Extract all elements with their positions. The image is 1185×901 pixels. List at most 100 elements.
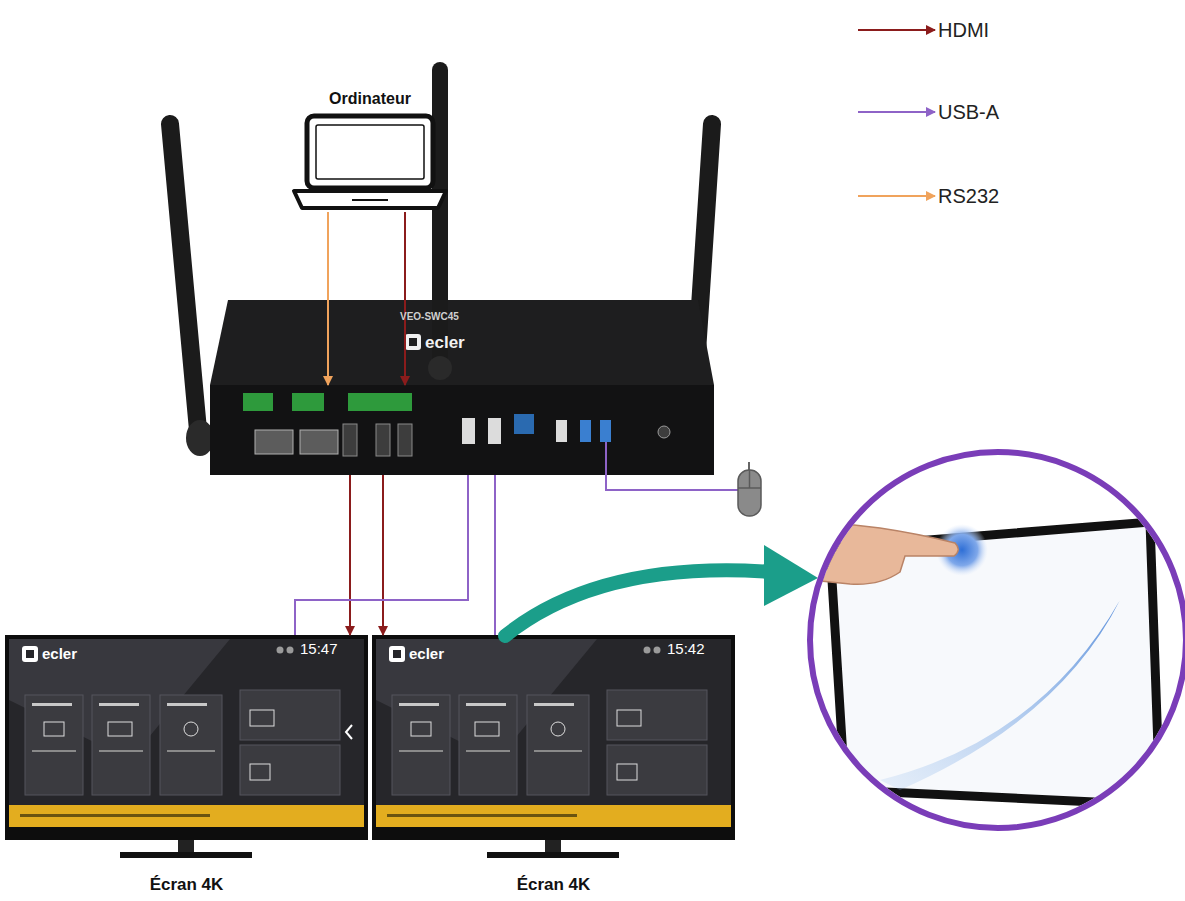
legend-line [858,195,935,197]
usb-port [462,418,475,444]
callout-arrow [505,545,818,636]
ui-chevron [346,725,352,739]
power-jack [658,426,670,438]
ui-line [99,750,143,752]
ui-line [32,750,76,752]
terminal-block [292,393,324,411]
legend [858,30,935,196]
terminal-block [243,393,273,411]
ui-card [392,695,450,795]
ui-icon [44,722,64,736]
hdmi-cable [404,212,406,385]
antenna-base [186,420,214,456]
brand-name: ecler [42,645,132,662]
callout-arrow-head [764,545,818,606]
logo-mark [389,646,405,662]
ui-icon [250,764,270,780]
monitor-bezel [372,635,735,840]
brand-name: ecler [425,333,515,353]
device-front-face [210,385,714,475]
monitor [5,635,368,858]
monitor-panel [9,639,364,805]
logo-mark [22,646,38,662]
screen-label: Écran 4K [372,875,735,895]
logo-mark [405,334,421,350]
monitor-base [120,852,252,858]
ui-line [387,814,577,817]
ui-card [527,695,589,795]
laptop-trackpad [352,199,388,201]
usb-port [556,420,567,442]
ethernet-port [255,430,293,454]
usb-cable [494,475,496,635]
switcher-device: eclerVEO-SWC45 [210,385,714,475]
ui-line [534,703,574,706]
antenna-rod [170,124,198,430]
rs232-cable [327,212,329,385]
ui-line [167,703,207,706]
device-top-face [210,300,714,385]
ui-icon [250,710,274,726]
ui-line [399,750,443,752]
touch-display [795,515,1160,820]
inset-background [810,452,1185,828]
ui-icon [411,722,431,736]
ui-card [25,695,83,795]
legend-label: RS232 [938,184,1058,208]
legend-label: USB-A [938,100,1058,124]
status-icon [654,647,661,654]
monitor-bezel [5,635,368,840]
ui-icon [475,722,499,736]
ui-banner [376,805,731,827]
ui-line [466,750,510,752]
ui-line [20,814,210,817]
ui-line [534,750,582,752]
ethernet-port [300,430,338,454]
mouse [606,442,761,516]
ui-line [99,703,139,706]
display-screen: ecler15:42Écran 4K [372,635,735,897]
inset-circle [810,452,1185,828]
monitor-neck [545,840,561,854]
ui-line [466,703,506,706]
legend-line [858,29,935,31]
ui-icon [108,722,132,736]
legend-label: HDMI [938,18,1058,42]
ui-icon [551,722,565,736]
monitor-base [487,852,619,858]
monitor-neck [178,840,194,854]
brand-name: ecler [409,645,499,662]
ui-icon [617,764,637,780]
ui-line [399,703,439,706]
touch-inset [795,452,1185,828]
monitor [372,635,735,858]
laptop-base [294,191,446,208]
mouse-body [738,470,761,516]
usb-port [580,420,591,442]
status-icon [644,647,651,654]
legend-line [858,111,935,113]
usb-port [488,418,501,444]
hdmi-port [343,424,357,456]
touch-swoosh [880,600,1120,790]
ui-card [607,690,707,740]
ui-line [167,750,215,752]
status-icon [277,647,284,654]
computer-node: Ordinateur [290,88,450,212]
ui-card [459,695,517,795]
device-label: Ordinateur [290,90,450,108]
hdmi-cable [382,475,384,635]
logo-mark [409,338,417,346]
logo-mark [393,650,401,658]
device-body [210,300,714,475]
display-screen: ecler15:47Écran 4K [5,635,368,897]
callout-arrow-shaft [505,570,772,636]
laptop-display [316,125,424,179]
usb-cable [606,442,738,490]
logo-mark [26,650,34,658]
ui-card [92,695,150,795]
ui-card [240,690,340,740]
